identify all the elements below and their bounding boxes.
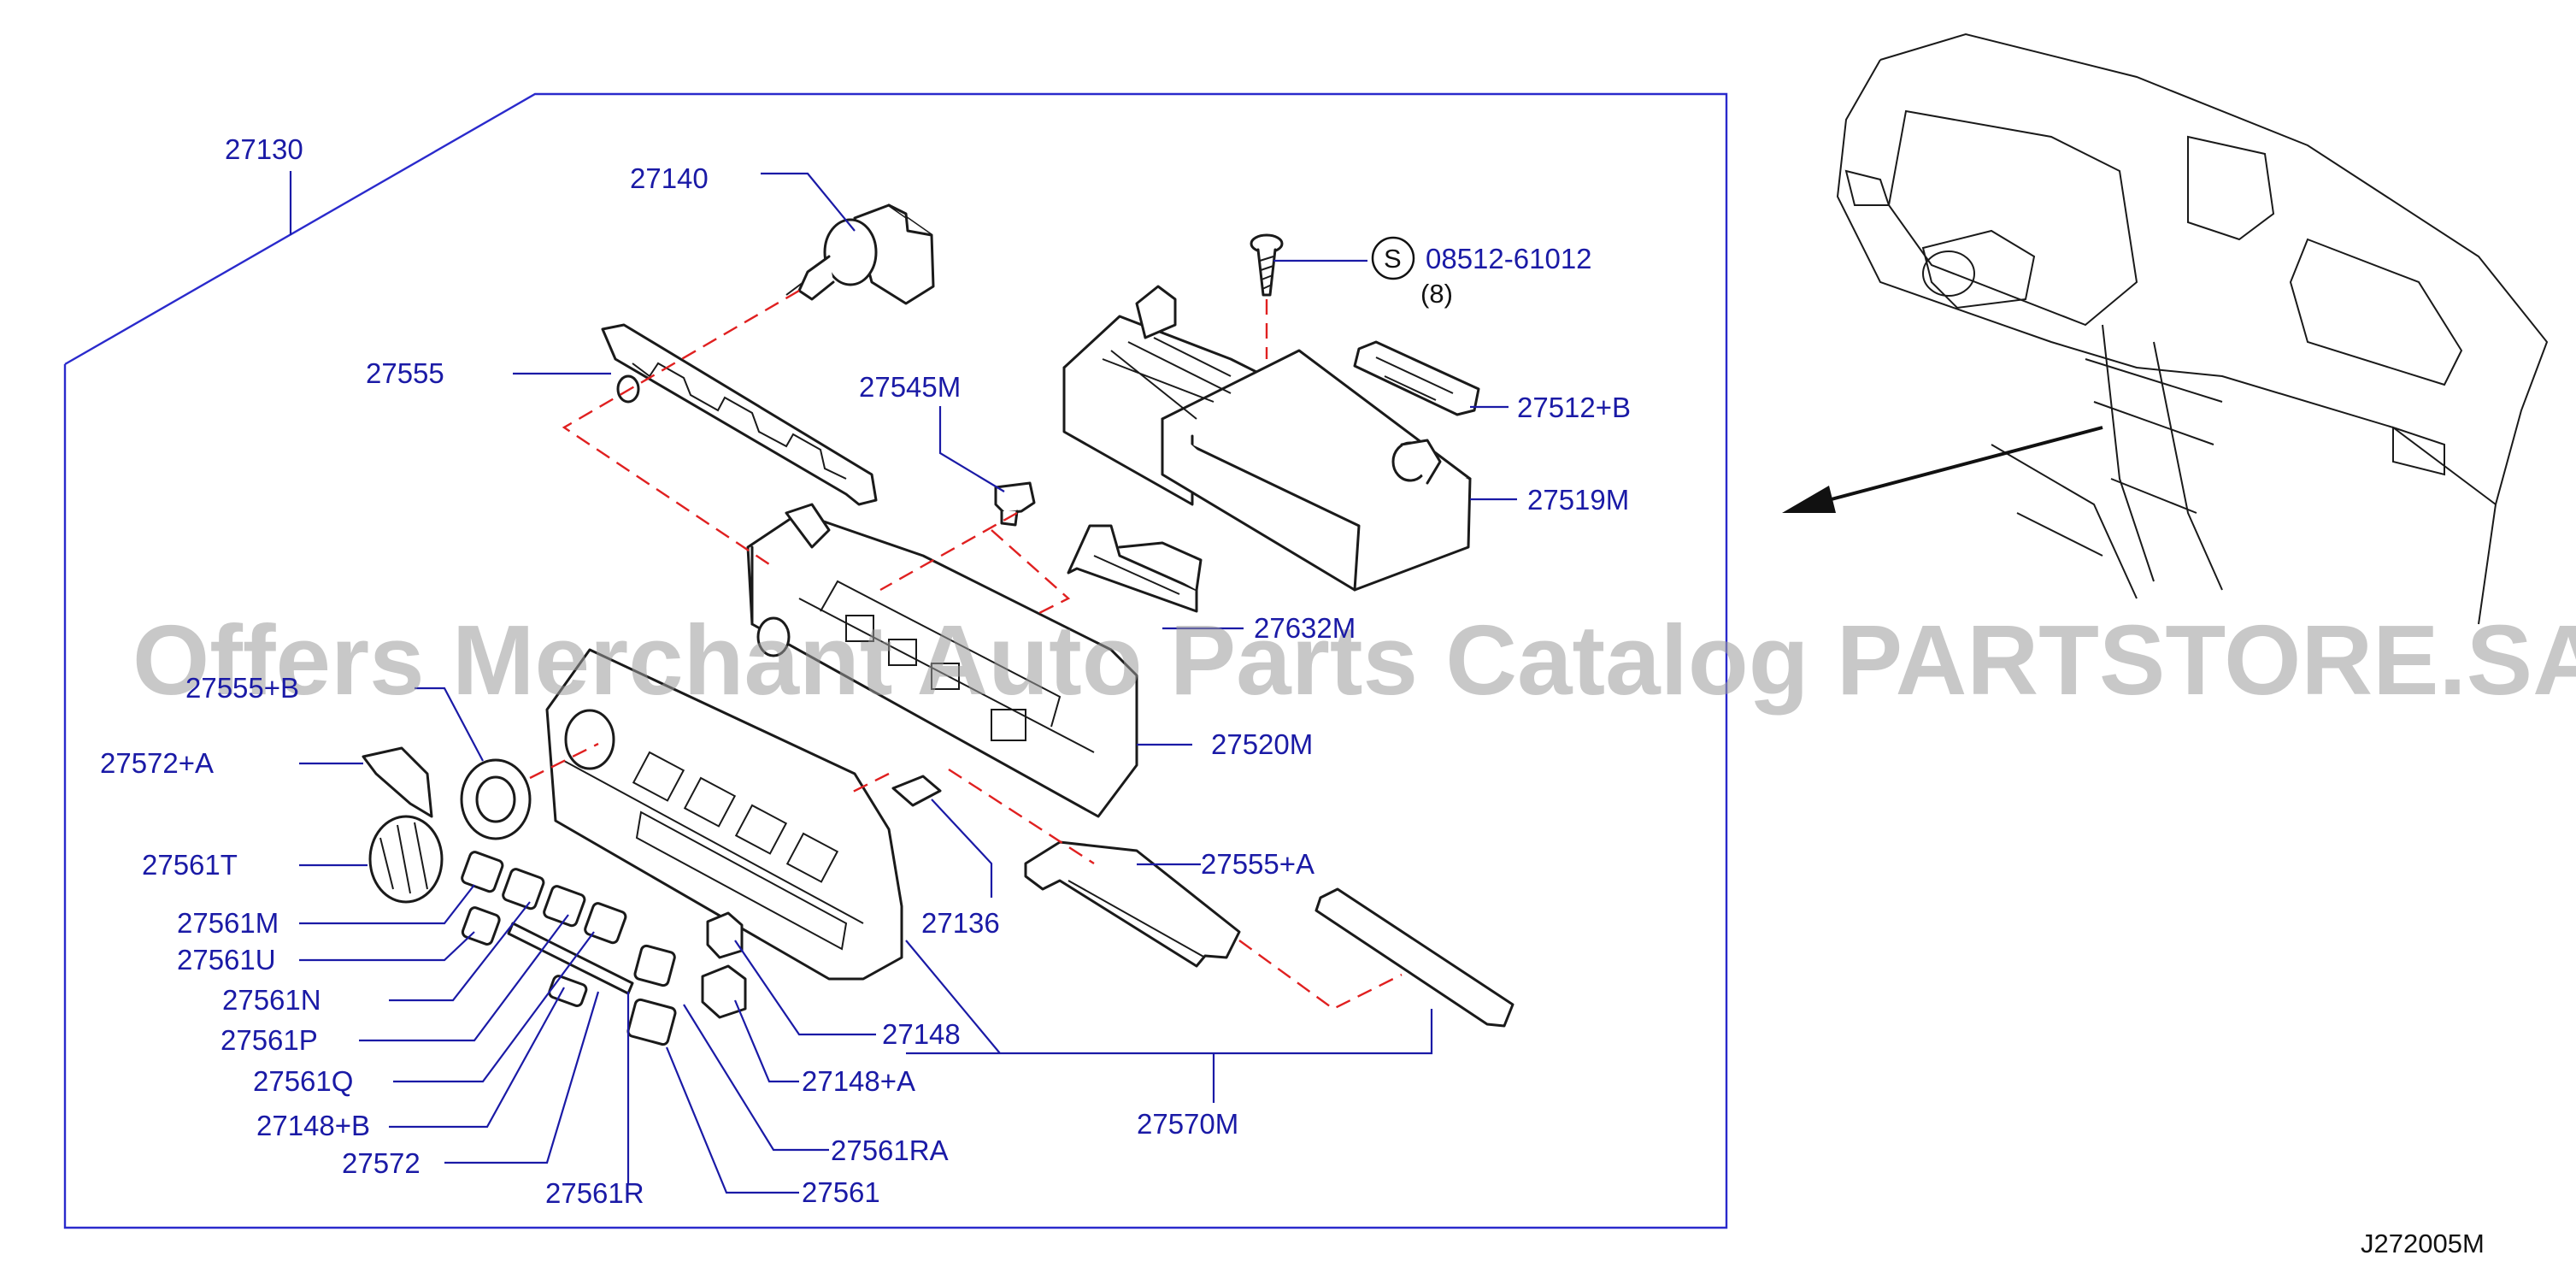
- label-27572[interactable]: 27572: [342, 1147, 421, 1179]
- label-27545M[interactable]: 27545M: [859, 371, 961, 403]
- control-unit-part-27520M[interactable]: [746, 503, 1138, 818]
- screw-part[interactable]: [1250, 233, 1284, 297]
- rack-part-27555[interactable]: [601, 323, 878, 506]
- label-27148B[interactable]: 27148+B: [256, 1110, 370, 1141]
- label-27561U[interactable]: 27561U: [177, 944, 276, 975]
- dashed-guide-lines: [529, 289, 1403, 1011]
- bracket-part-27632M[interactable]: [1067, 524, 1203, 613]
- pointer-arrow: [1782, 426, 2103, 513]
- wedge-part-27572A[interactable]: [362, 746, 433, 818]
- label-27570M[interactable]: 27570M: [1137, 1108, 1238, 1140]
- label-27136[interactable]: 27136: [921, 907, 1000, 939]
- screw-symbol-circle: [1371, 236, 1415, 280]
- label-27572A[interactable]: 27572+A: [100, 747, 214, 779]
- label-27561[interactable]: 27561: [802, 1176, 880, 1208]
- label-27561Q[interactable]: 27561Q: [253, 1065, 353, 1097]
- label-27130[interactable]: 27130: [225, 133, 303, 165]
- bar-part-27570M[interactable]: [1314, 887, 1514, 1028]
- assembly-frame: [63, 92, 1728, 1229]
- button-row-parts[interactable]: [461, 851, 634, 1007]
- label-27555B[interactable]: 27555+B: [185, 672, 299, 704]
- diagram-code: J272005M: [2361, 1229, 2485, 1258]
- label-27561N[interactable]: 27561N: [222, 984, 321, 1016]
- label-27512B[interactable]: 27512+B: [1517, 392, 1631, 423]
- knob-part-27561T[interactable]: [368, 815, 444, 904]
- label-27520M[interactable]: 27520M: [1211, 728, 1313, 760]
- label-27555[interactable]: 27555: [366, 357, 444, 389]
- actuator-part-27140[interactable]: [785, 203, 935, 305]
- label-27561R[interactable]: 27561R: [545, 1177, 644, 1209]
- label-27561M[interactable]: 27561M: [177, 907, 279, 939]
- watermark: Offers Merchant Auto Parts Catalog PARTS…: [132, 604, 2576, 716]
- clip-part-27136[interactable]: [891, 775, 942, 807]
- label-27561RA[interactable]: 27561RA: [831, 1135, 949, 1166]
- screw-quantity: (8): [1420, 279, 1453, 309]
- label-27140[interactable]: 27140: [630, 162, 709, 194]
- label-27519M[interactable]: 27519M: [1527, 484, 1629, 516]
- screw-symbol: S: [1384, 244, 1402, 274]
- label-08512-61012[interactable]: 08512-61012: [1426, 243, 1592, 274]
- button-parts-27561[interactable]: [626, 944, 677, 1046]
- label-27148A[interactable]: 27148+A: [802, 1065, 915, 1097]
- plate-part-27555A[interactable]: [1024, 840, 1241, 968]
- leader-lines: [289, 171, 1517, 1194]
- label-27632M[interactable]: 27632M: [1254, 612, 1356, 644]
- label-27148[interactable]: 27148: [882, 1018, 961, 1050]
- label-27561P[interactable]: 27561P: [221, 1024, 318, 1056]
- case-part-27519M[interactable]: [1062, 285, 1472, 592]
- label-27561T[interactable]: 27561T: [142, 849, 238, 881]
- label-27555A[interactable]: 27555+A: [1201, 848, 1314, 880]
- dashboard-inset: [1836, 32, 2549, 625]
- lens-part-27512B[interactable]: [1353, 340, 1480, 416]
- switch-parts-27148[interactable]: [701, 911, 747, 1019]
- ring-part-27555B[interactable]: [460, 758, 532, 840]
